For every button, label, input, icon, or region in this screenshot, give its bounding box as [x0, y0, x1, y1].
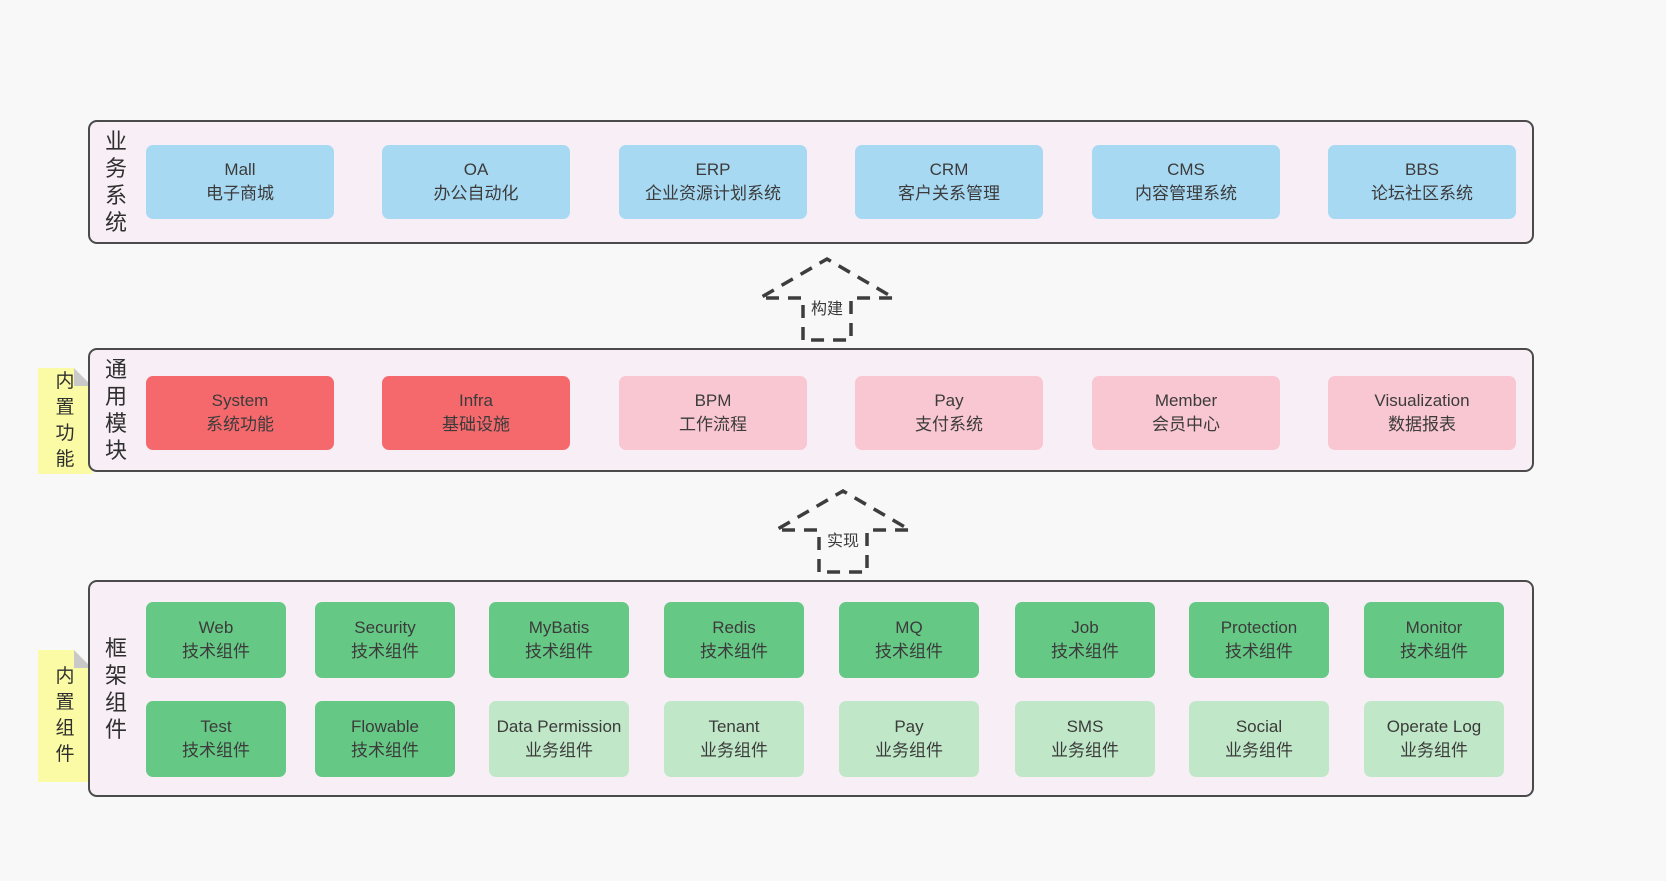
box-visualization: Visualization 数据报表	[1328, 376, 1516, 450]
box-bpm: BPM 工作流程	[619, 376, 807, 450]
box-system: System 系统功能	[146, 376, 334, 450]
box-operate-log: Operate Log 业务组件	[1364, 701, 1504, 777]
box-pay-module: Pay 支付系统	[855, 376, 1043, 450]
box-bbs: BBS 论坛社区系统	[1328, 145, 1516, 219]
box-mybatis: MyBatis 技术组件	[489, 602, 629, 678]
box-oa: OA 办公自动化	[382, 145, 570, 219]
framework-components-side-label: 框架组件	[104, 635, 127, 742]
implement-arrow-label: 实现	[823, 526, 863, 552]
box-tenant: Tenant 业务组件	[664, 701, 804, 777]
box-web: Web 技术组件	[146, 602, 286, 678]
box-crm: CRM 客户关系管理	[855, 145, 1043, 219]
implement-arrow-icon: 实现	[773, 488, 913, 574]
box-data-permission: Data Permission 业务组件	[489, 701, 629, 777]
box-cms: CMS 内容管理系统	[1092, 145, 1280, 219]
builtin-features-sticky-note: 内置功能	[38, 368, 92, 474]
box-erp: ERP 企业资源计划系统	[619, 145, 807, 219]
box-member: Member 会员中心	[1092, 376, 1280, 450]
box-mall: Mall 电子商城	[146, 145, 334, 219]
box-redis: Redis 技术组件	[664, 602, 804, 678]
box-infra: Infra 基础设施	[382, 376, 570, 450]
box-monitor: Monitor 技术组件	[1364, 602, 1504, 678]
business-systems-panel: 业务系统 Mall 电子商城 OA 办公自动化 ERP 企业资源计划系统 CRM…	[88, 120, 1534, 244]
common-modules-side-label: 通用模块	[104, 357, 127, 463]
box-flowable: Flowable 技术组件	[315, 701, 455, 777]
builtin-components-sticky-note: 内置组件	[38, 650, 92, 782]
box-sms: SMS 业务组件	[1015, 701, 1155, 777]
box-security: Security 技术组件	[315, 602, 455, 678]
box-test: Test 技术组件	[146, 701, 286, 777]
box-pay-component: Pay 业务组件	[839, 701, 979, 777]
build-arrow-label: 构建	[807, 294, 847, 320]
box-protection: Protection 技术组件	[1189, 602, 1329, 678]
common-modules-panel: 通用模块 System 系统功能 Infra 基础设施 BPM 工作流程 Pay…	[88, 348, 1534, 472]
framework-components-panel: 框架组件 Web 技术组件 Security 技术组件 MyBatis 技术组件…	[88, 580, 1534, 797]
business-systems-side-label: 业务系统	[104, 129, 127, 235]
box-mq: MQ 技术组件	[839, 602, 979, 678]
box-job: Job 技术组件	[1015, 602, 1155, 678]
box-social: Social 业务组件	[1189, 701, 1329, 777]
build-arrow-icon: 构建	[757, 256, 897, 342]
